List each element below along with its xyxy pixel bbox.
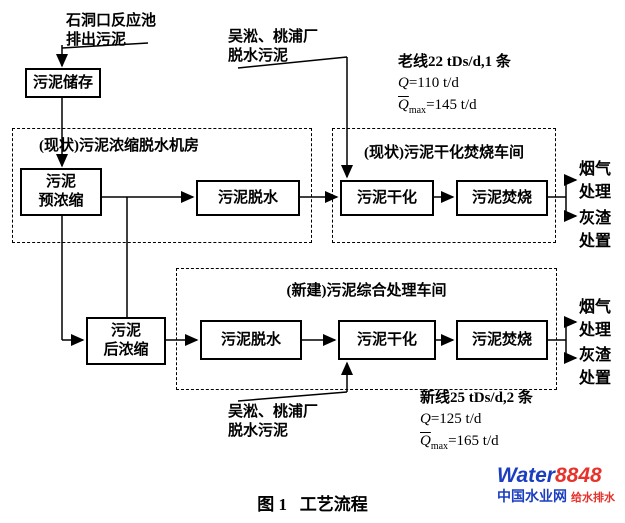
q-value: =125 t/d bbox=[430, 411, 482, 428]
output-fluegas-new: 烟气 处理 bbox=[579, 299, 612, 340]
node-dewatering-new: 污泥脱水 bbox=[200, 320, 302, 360]
qmax-subscript: max bbox=[430, 440, 449, 452]
old-line-annotation: 老线22 tDs/d,1 条 Q=110 t/d Qmax=145 t/d bbox=[398, 52, 511, 118]
new-line-qmax: Qmax=165 t/d bbox=[420, 431, 533, 454]
qmax-value: =145 t/d bbox=[426, 96, 477, 113]
watermark-logo: Water8848 bbox=[497, 464, 615, 487]
group-old-drying-incineration-shop: (现状)污泥干化焚烧车间 bbox=[332, 128, 556, 243]
new-line-q: Q=125 t/d bbox=[420, 409, 533, 430]
group-old-drying-incineration-label: (现状)污泥干化焚烧车间 bbox=[364, 145, 524, 161]
qmax-value: =165 t/d bbox=[448, 432, 499, 449]
output-ash-old: 灰渣 处置 bbox=[579, 210, 612, 251]
node-dewatering-old: 污泥脱水 bbox=[196, 180, 300, 216]
watermark-site: 中国水业网 bbox=[497, 488, 567, 505]
node-sludge-storage: 污泥储存 bbox=[25, 68, 101, 98]
group-new-comprehensive-label: (新建)污泥综合处理车间 bbox=[286, 283, 447, 299]
qmax-symbol: Q bbox=[420, 432, 431, 449]
watermark-word: Water bbox=[497, 464, 555, 487]
old-line-q: Q=110 t/d bbox=[398, 73, 511, 94]
q-symbol: Q bbox=[420, 411, 431, 428]
output-fluegas-old: 烟气 处理 bbox=[579, 161, 612, 202]
watermark-tagline: 给水排水 bbox=[571, 492, 615, 505]
node-pre-thickening: 污泥 预浓缩 bbox=[20, 168, 102, 216]
group-old-thickening-dewatering-room: (现状)污泥浓缩脱水机房 bbox=[12, 128, 312, 243]
node-incineration-new: 污泥焚烧 bbox=[456, 320, 548, 360]
figure-caption: 图 1 工艺流程 bbox=[257, 495, 368, 514]
source-sludge-label: 石洞口反应池 排出污泥 bbox=[66, 13, 157, 48]
qmax-subscript: max bbox=[408, 104, 427, 116]
old-line-qmax: Qmax=145 t/d bbox=[398, 95, 511, 118]
node-drying-new: 污泥干化 bbox=[338, 320, 436, 360]
wusong-input-bottom-label: 吴淞、桃浦厂 脱水污泥 bbox=[228, 404, 319, 439]
node-drying-old: 污泥干化 bbox=[340, 180, 434, 216]
leader-wusong-top bbox=[237, 56, 348, 69]
output-ash-new: 灰渣 处置 bbox=[579, 347, 612, 388]
old-line-title: 老线22 tDs/d,1 条 bbox=[398, 54, 511, 70]
wusong-input-top-label: 吴淞、桃浦厂 脱水污泥 bbox=[228, 29, 319, 64]
q-value: =110 t/d bbox=[408, 75, 459, 92]
watermark: Water8848 中国水业网给水排水 bbox=[497, 464, 615, 506]
watermark-site-line: 中国水业网给水排水 bbox=[497, 488, 615, 506]
node-incineration-old: 污泥焚烧 bbox=[456, 180, 548, 216]
new-line-title: 新线25 tDs/d,2 条 bbox=[420, 390, 533, 406]
group-new-comprehensive-shop: (新建)污泥综合处理车间 bbox=[176, 268, 557, 390]
q-symbol: Q bbox=[398, 75, 409, 92]
node-post-thickening: 污泥 后浓缩 bbox=[86, 317, 166, 365]
leader-wusong-bottom bbox=[237, 391, 348, 402]
leader-source bbox=[61, 42, 149, 49]
new-line-annotation: 新线25 tDs/d,2 条 Q=125 t/d Qmax=165 t/d bbox=[420, 388, 533, 454]
watermark-number: 8848 bbox=[554, 464, 602, 487]
group-old-thickening-dewatering-label: (现状)污泥浓缩脱水机房 bbox=[39, 138, 199, 154]
qmax-symbol: Q bbox=[398, 96, 409, 113]
